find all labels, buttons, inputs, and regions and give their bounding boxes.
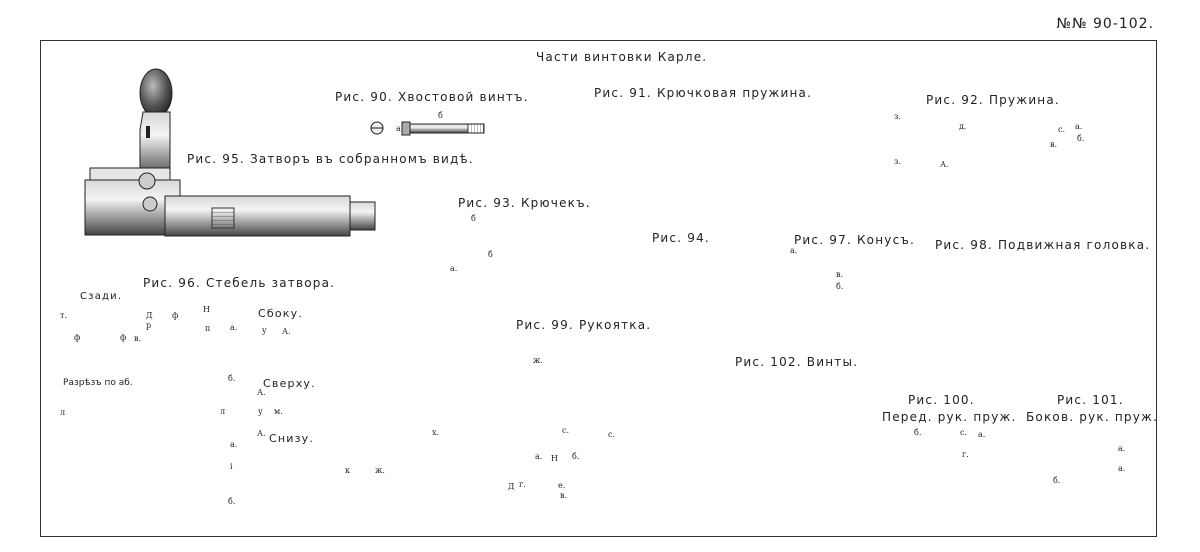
fig99-caption: Рис. 99. Рукоятка. bbox=[516, 318, 652, 332]
label-a: а. bbox=[535, 452, 543, 461]
label-u: у bbox=[262, 326, 267, 335]
label-z: з. bbox=[894, 112, 901, 121]
label-k: к bbox=[345, 466, 350, 475]
label-b: б bbox=[438, 111, 443, 120]
label-m: м. bbox=[274, 407, 283, 416]
label-A: А. bbox=[940, 160, 949, 169]
label-a: а. bbox=[790, 246, 798, 255]
rear-view-label: Сзади. bbox=[80, 291, 123, 302]
fig91-caption: Рис. 91. Крючковая пружина. bbox=[594, 86, 813, 100]
fig92-caption: Рис. 92. Пружина. bbox=[926, 93, 1060, 107]
fig100-caption-line1: Рис. 100. bbox=[908, 393, 975, 407]
label-e: е. bbox=[558, 481, 566, 490]
label-d: д. bbox=[959, 122, 967, 131]
label-b: б bbox=[471, 214, 476, 223]
label-i: i bbox=[230, 462, 233, 471]
fig100-caption-line2: Перед. рук. пруж. bbox=[882, 410, 1017, 424]
fig97-caption: Рис. 97. Конусъ. bbox=[794, 233, 916, 247]
label-b: б. bbox=[1077, 134, 1085, 143]
label-H: Н bbox=[551, 454, 558, 463]
label-l: л bbox=[220, 407, 226, 416]
fig94-caption: Рис. 94. bbox=[652, 231, 710, 245]
fig98-caption: Рис. 98. Подвижная головка. bbox=[935, 238, 1151, 252]
label-b: б. bbox=[914, 428, 922, 437]
label-f: ф bbox=[172, 311, 179, 320]
label-b: б bbox=[488, 250, 493, 259]
side-view-label: Сбоку. bbox=[258, 307, 304, 320]
label-l: л bbox=[60, 408, 66, 417]
label-f: ф bbox=[74, 333, 81, 342]
label-a: а. bbox=[230, 323, 238, 332]
plate-title: Части винтовки Карле. bbox=[536, 50, 708, 64]
fig95-assembled-bolt bbox=[84, 68, 376, 237]
fig93-caption: Рис. 93. Крючекъ. bbox=[458, 196, 591, 210]
plate-number: №№ 90-102. bbox=[1056, 16, 1154, 32]
fig96-caption: Рис. 96. Стебель затвора. bbox=[143, 276, 336, 290]
section-view-label: Разрѣзъ по аб. bbox=[63, 378, 133, 388]
label-A: А. bbox=[257, 429, 266, 438]
label-g: г. bbox=[519, 480, 526, 489]
label-f: ф bbox=[120, 333, 127, 342]
label-v: в. bbox=[560, 491, 568, 500]
fig101-caption-line2: Боков. рук. пруж. bbox=[1026, 410, 1159, 424]
label-s: с. bbox=[562, 426, 570, 435]
label-a: а. bbox=[1118, 444, 1126, 453]
fig101-caption-line1: Рис. 101. bbox=[1057, 393, 1124, 407]
label-t: т. bbox=[60, 311, 67, 320]
label-r: р bbox=[146, 321, 152, 330]
fig90-caption: Рис. 90. Хвостовой винтъ. bbox=[335, 90, 529, 104]
label-b: б. bbox=[1053, 476, 1061, 485]
label-zh: ж. bbox=[375, 466, 385, 475]
label-b: б. bbox=[572, 452, 580, 461]
label-b: б. bbox=[836, 282, 844, 291]
top-view-label: Сверху. bbox=[263, 377, 316, 390]
label-s: с. bbox=[608, 430, 616, 439]
label-z: з. bbox=[894, 157, 901, 166]
label-a: а. bbox=[978, 430, 986, 439]
label-s: с. bbox=[960, 428, 968, 437]
fig95-caption: Рис. 95. Затворъ въ собранномъ видѣ. bbox=[187, 152, 474, 166]
label-a: а. bbox=[230, 440, 238, 449]
label-v: в. bbox=[1050, 140, 1058, 149]
label-zh: ж. bbox=[533, 356, 543, 365]
label-H: Н bbox=[203, 305, 210, 314]
label-D: Д bbox=[146, 311, 153, 320]
label-v: в. bbox=[836, 270, 844, 279]
fig102-caption: Рис. 102. Винты. bbox=[735, 355, 859, 369]
label-a: а. bbox=[396, 124, 404, 133]
label-kh: х. bbox=[432, 428, 440, 437]
fig90-tail-screw bbox=[370, 121, 485, 136]
label-b: б. bbox=[228, 497, 236, 506]
label-A: А. bbox=[282, 327, 291, 336]
label-u: у bbox=[258, 407, 263, 416]
label-p: п bbox=[205, 324, 211, 333]
label-s: с. bbox=[1058, 125, 1066, 134]
plate-frame bbox=[40, 40, 1157, 537]
label-b: б. bbox=[228, 374, 236, 383]
label-v: в. bbox=[134, 334, 142, 343]
label-a: а. bbox=[1075, 122, 1083, 131]
bottom-view-label: Снизу. bbox=[269, 432, 315, 445]
label-g: г. bbox=[962, 450, 969, 459]
label-D: Д bbox=[508, 482, 515, 491]
label-A: А. bbox=[257, 388, 266, 397]
label-a: а. bbox=[450, 264, 458, 273]
label-a: а. bbox=[1118, 464, 1126, 473]
